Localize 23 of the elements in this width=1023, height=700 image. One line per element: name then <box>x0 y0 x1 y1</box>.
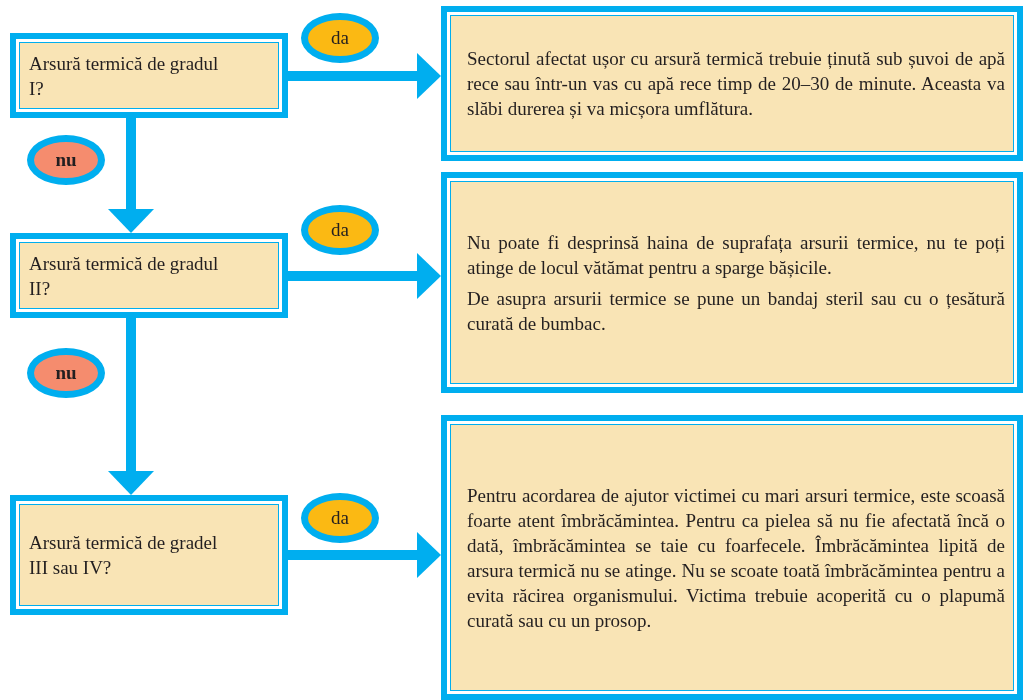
question-text: Arsură termică de gradul I? <box>29 51 219 101</box>
instruction-text: De asupra arsurii termice se pune un bandaj steril sau cu o țesătură curată de bumbac. <box>467 286 1005 336</box>
edge-label: da <box>301 493 379 543</box>
instruction-box <box>441 6 1023 161</box>
arrow <box>108 318 154 495</box>
instruction-text: Sectorul afectat ușor cu arsură termică trebuie ținută sub șuvoi de apă rece sau într-un vas cu apă rece timp de 20–30 de minute. Aceasta va slăbi durerea și va micșora umflătura. <box>467 47 1005 121</box>
instruction-box <box>441 415 1023 700</box>
edge-label: nu <box>27 348 105 398</box>
edge-label: nu <box>27 135 105 185</box>
arrow <box>288 532 441 578</box>
edge-label: da <box>301 13 379 63</box>
question-box <box>10 233 288 318</box>
question-box <box>10 495 288 615</box>
arrow <box>288 253 441 299</box>
instruction-text: Nu poate fi desprinsă haina de suprafața arsurii termice, nu te poți atinge de locul vătămat pentru a sparge bășicile. <box>467 230 1005 280</box>
arrow <box>108 118 154 233</box>
question-text: Arsură termică de gradel III sau IV? <box>29 531 219 580</box>
instruction-text: Pentru acordarea de ajutor victimei cu mari arsuri termice, este scoasă foarte atent îmbrăcămintea. Pentru ca pielea să nu fie afectată încă o dată, îmbrăcămintea se taie cu foarfecele. Îmbrăcămintea lipită de arsura termică nu se atinge. Nu se scoate toată îmbrăcămintea pentru a evita răcirea organismului. Victima trebuie acoperită cu o plapumă curată sau cu un prosop. <box>467 483 1005 633</box>
arrow <box>288 53 441 99</box>
question-text: Arsură termică de gradul II? <box>29 251 219 301</box>
instruction-box <box>441 172 1023 393</box>
edge-label: da <box>301 205 379 255</box>
question-box <box>10 33 288 118</box>
